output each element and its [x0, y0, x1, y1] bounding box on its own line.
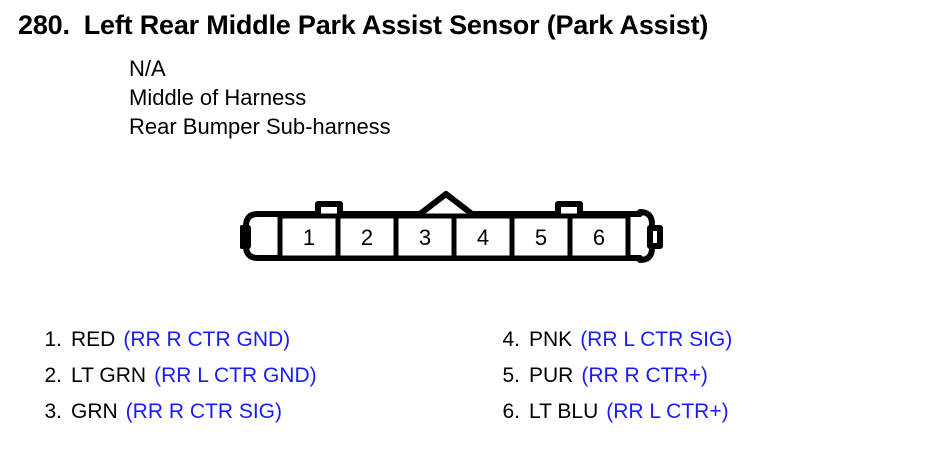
pin-wire-color: GRN	[71, 400, 118, 423]
pin-list-left: 1. RED (RR R CTR GND) 2. LT GRN (RR L CT…	[34, 322, 317, 430]
pin-circuit-name: (RR L CTR+)	[606, 400, 729, 423]
pin-wire-color: PNK	[529, 328, 573, 351]
pin-circuit-name: (RR R CTR GND)	[123, 328, 291, 351]
pin-number-5: 5	[535, 225, 547, 250]
pin-index: 2.	[44, 364, 62, 387]
pin-number-1: 1	[303, 225, 315, 250]
pin-index: 3.	[44, 400, 62, 423]
connector-left-tab	[239, 225, 251, 249]
item-number: 280.	[18, 10, 70, 40]
item-title: Left Rear Middle Park Assist Sensor (Par…	[83, 10, 709, 40]
info-line-location-code: N/A	[129, 56, 166, 81]
pin-number-4: 4	[477, 225, 489, 250]
pin-cell	[567, 213, 631, 261]
pin-cell	[451, 213, 515, 261]
connector-pin-cells	[277, 213, 631, 261]
pin-number-3: 3	[419, 225, 431, 250]
pin-list-right: 4. PNK (RR L CTR SIG) 5. PUR (RR R CTR+)…	[492, 322, 732, 430]
pin-circuit-name: (RR R CTR+)	[581, 364, 708, 387]
pin-circuit-name: (RR R CTR SIG)	[125, 400, 282, 423]
list-item: 4. PNK (RR L CTR SIG)	[492, 322, 732, 358]
list-item: 3. GRN (RR R CTR SIG)	[34, 394, 317, 430]
list-item: 1. RED (RR R CTR GND)	[34, 322, 317, 358]
pin-index: 4.	[502, 328, 520, 351]
pin-index: 1.	[44, 328, 62, 351]
connector-svg: 1 2 3 4 5 6	[239, 191, 663, 263]
connector-pin-numbers: 1 2 3 4 5 6	[303, 225, 605, 250]
pin-index: 5.	[502, 364, 520, 387]
connector-right-tab	[647, 225, 663, 249]
list-item: 2. LT GRN (RR L CTR GND)	[34, 358, 317, 394]
pin-number-6: 6	[593, 225, 605, 250]
info-line-harness-name: Rear Bumper Sub-harness	[129, 114, 391, 139]
pin-wire-color: LT GRN	[71, 364, 147, 387]
pin-wire-color: LT BLU	[529, 400, 599, 423]
pin-number-2: 2	[361, 225, 373, 250]
connector-info-block: N/A Middle of Harness Rear Bumper Sub-ha…	[129, 54, 391, 141]
pin-cell	[393, 213, 457, 261]
pin-index: 6.	[502, 400, 520, 423]
pin-circuit-name: (RR L CTR GND)	[154, 364, 317, 387]
connector-diagram: 1 2 3 4 5 6	[239, 190, 680, 280]
pin-circuit-name: (RR L CTR SIG)	[580, 328, 733, 351]
pin-wire-color: RED	[71, 328, 116, 351]
list-item: 6. LT BLU (RR L CTR+)	[492, 394, 732, 430]
pin-wire-color: PUR	[529, 364, 574, 387]
page-title: 280. Left Rear Middle Park Assist Sensor…	[18, 10, 708, 41]
list-item: 5. PUR (RR R CTR+)	[492, 358, 732, 394]
info-line-harness-position: Middle of Harness	[129, 85, 307, 110]
